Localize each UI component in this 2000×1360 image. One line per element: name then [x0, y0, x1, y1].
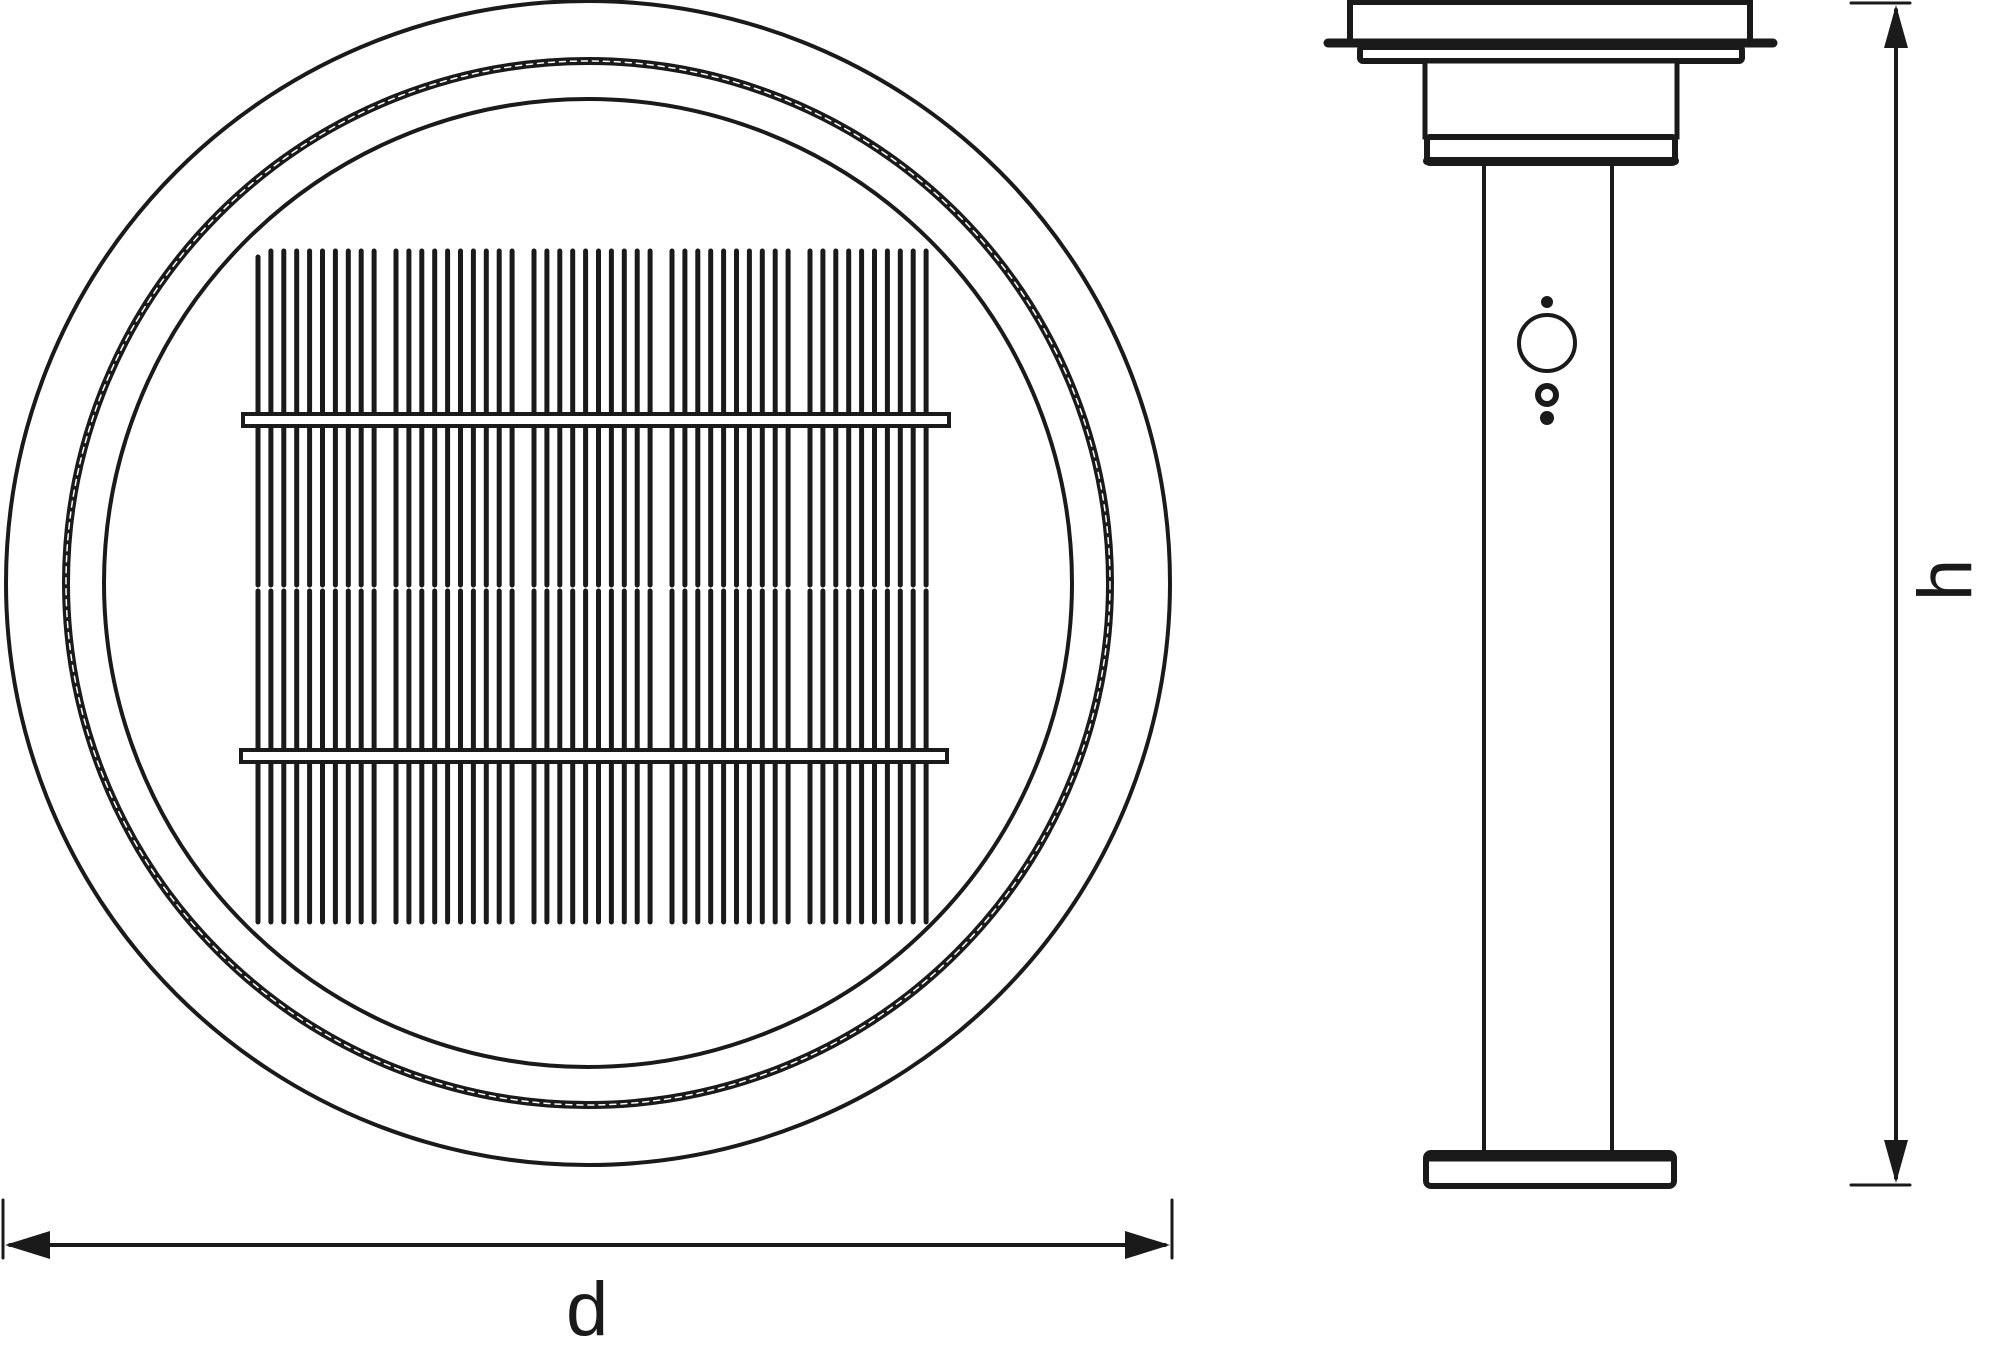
h-arrow-top — [1884, 5, 1908, 48]
d-arrow-left — [5, 1231, 50, 1259]
inner-rim — [102, 97, 1074, 1069]
motion-sensor — [1517, 296, 1577, 425]
side-view — [1323, 0, 1778, 1189]
sensor-indicator — [1535, 383, 1559, 407]
double-ring-inner-highlight — [65, 60, 1111, 1106]
top-view — [4, 0, 1172, 1167]
sensor-dot-bottom — [1540, 411, 1554, 425]
dimension-h — [1849, 1, 1912, 1187]
sensor-lens — [1517, 313, 1577, 373]
h-arrow-bottom — [1884, 1140, 1908, 1183]
d-arrow-right — [1125, 1231, 1170, 1259]
dimension-label-h: h — [1903, 558, 1989, 602]
sensor-dot-top — [1541, 296, 1553, 308]
outer-rim — [4, 0, 1172, 1167]
panel-bar-top — [241, 412, 951, 428]
lamp-cap — [1347, 0, 1753, 45]
dimension-d — [1, 1198, 1174, 1260]
lamp-body — [1422, 58, 1680, 140]
dimension-label-d: d — [566, 1267, 609, 1352]
panel-bar-bottom — [239, 748, 949, 764]
solar-panel — [255, 248, 929, 925]
